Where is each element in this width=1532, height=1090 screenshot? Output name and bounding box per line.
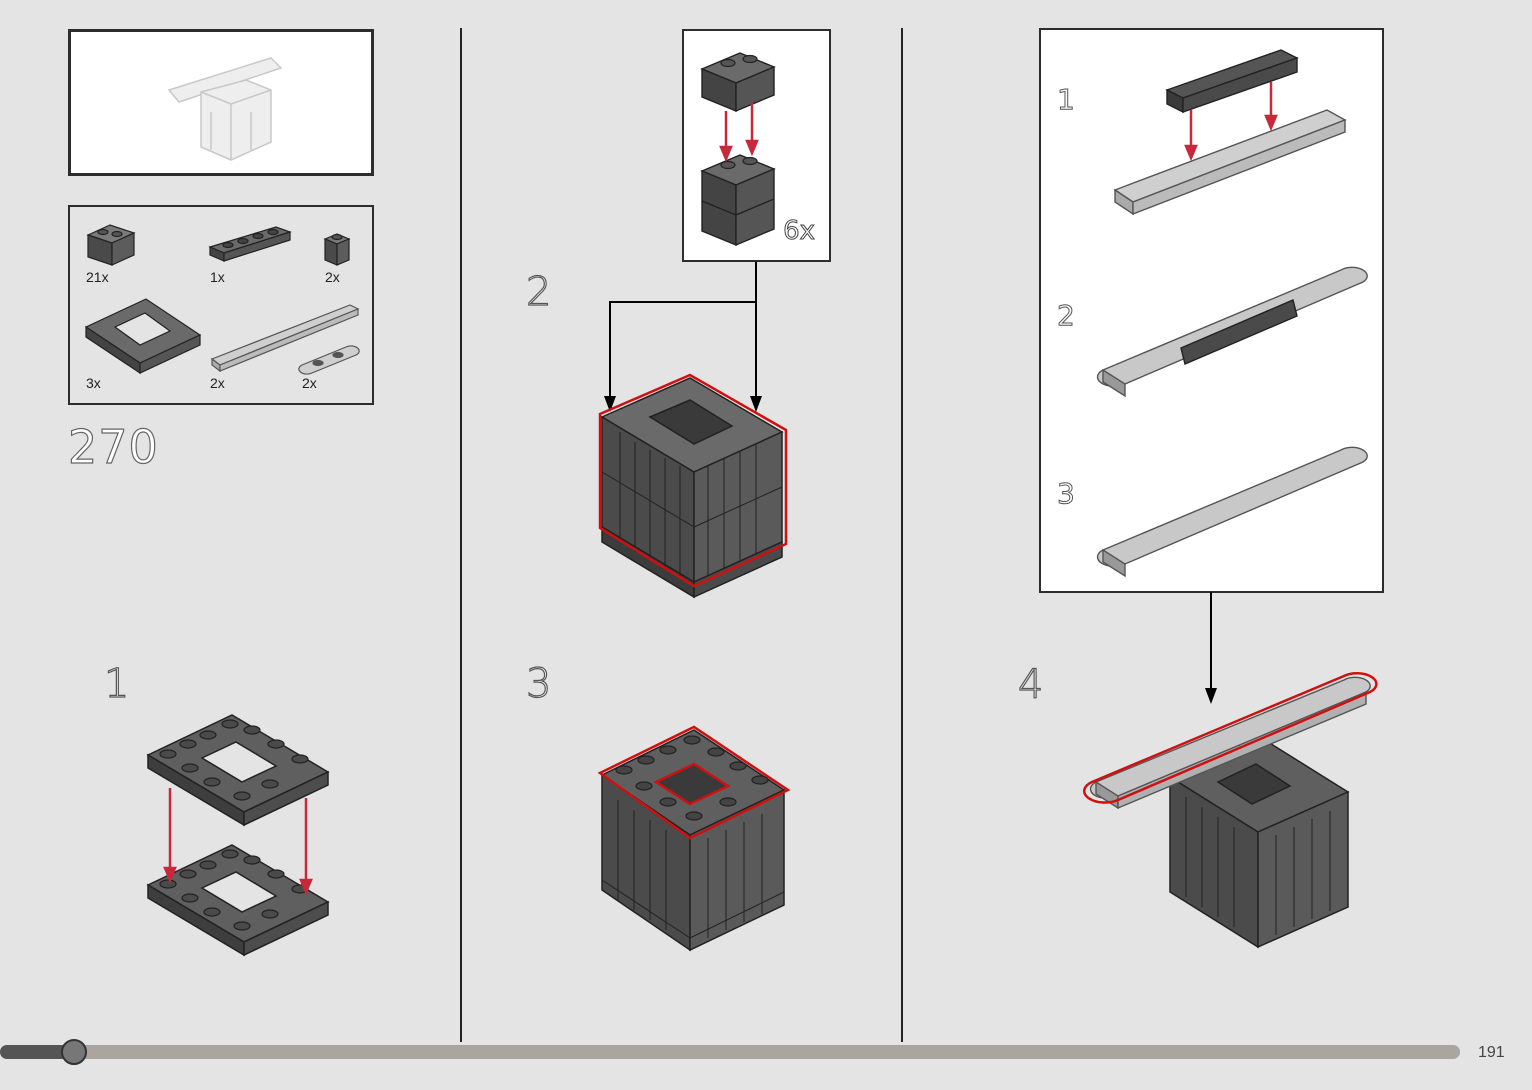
- part-plate-4x4: [86, 299, 200, 373]
- step-4-callout-illustration: [1041, 30, 1386, 595]
- part-plate-rounded: [299, 346, 359, 374]
- step-2-callout: 6x: [682, 29, 831, 262]
- part-plate-1x4: [210, 227, 290, 261]
- column-divider-left: [460, 28, 462, 1042]
- step-3-label: 3: [526, 664, 551, 704]
- column-divider-right: [901, 28, 903, 1042]
- step-3-illustration: [598, 720, 798, 970]
- step-4-illustration: [1090, 592, 1390, 972]
- step-2-illustration: [590, 262, 830, 602]
- parts-qty-1: 21x: [86, 269, 109, 285]
- step-2-callout-count: 6x: [783, 216, 815, 246]
- step-4-callout: 1 2 3: [1039, 28, 1384, 593]
- set-step-number: 270: [68, 424, 159, 470]
- parts-qty-4: 3x: [86, 375, 101, 391]
- page-number: 191: [1478, 1044, 1505, 1062]
- part-brick-grille: [88, 225, 134, 265]
- parts-qty-5: 2x: [210, 375, 225, 391]
- parts-qty-3: 2x: [325, 269, 340, 285]
- step-1-illustration: [140, 710, 340, 970]
- step-4-label: 4: [1018, 665, 1043, 705]
- step-2-label: 2: [526, 272, 551, 312]
- model-preview-ghost: [71, 32, 377, 179]
- progress-track: [0, 1045, 1460, 1059]
- model-preview: [68, 29, 374, 176]
- parts-list: 21x 1x 2x 3x 2x 2x: [68, 205, 374, 405]
- parts-qty-6: 2x: [302, 375, 317, 391]
- parts-qty-2: 1x: [210, 269, 225, 285]
- progress-handle[interactable]: [61, 1039, 87, 1065]
- step-1-label: 1: [104, 664, 129, 704]
- part-brick-1x1: [325, 234, 349, 265]
